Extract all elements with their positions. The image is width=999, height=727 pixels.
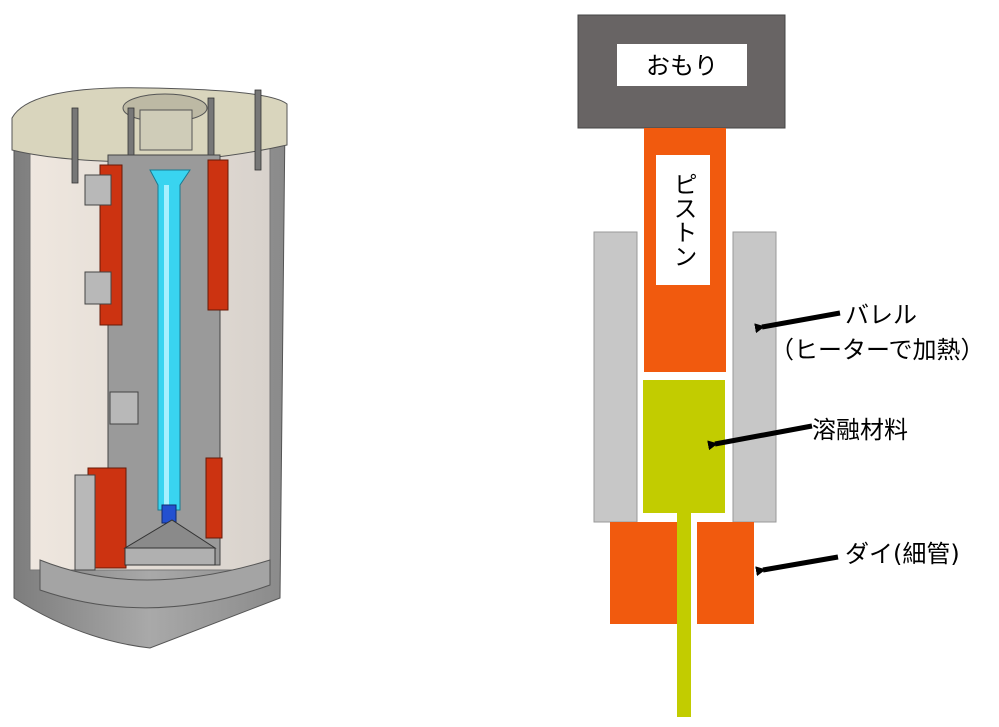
die-left	[610, 522, 684, 624]
barrel-wall-right	[732, 231, 777, 523]
barrel-label-line2: （ヒーターで加熱）	[770, 336, 985, 364]
lid-collar	[139, 109, 193, 151]
barrel-label-line1: バレル	[845, 301, 917, 329]
cad-cutaway-illustration	[11, 87, 288, 649]
die-right	[697, 522, 754, 624]
piston-label-box	[656, 155, 710, 285]
bore-highlight	[164, 185, 169, 505]
melt-arrow	[707, 423, 813, 451]
heater-band-right	[207, 159, 229, 311]
weight-label-box	[617, 44, 747, 86]
barrel-arrow	[754, 310, 841, 334]
melt-material	[643, 380, 725, 513]
die-cone-base	[124, 547, 216, 566]
die-blue	[161, 504, 177, 524]
melt-label: 溶融材料	[812, 416, 908, 444]
schematic: おもり ピストン バレル （ヒーターで加熱） 溶融材料 ダイ(細管)	[577, 14, 985, 717]
piston-label: ピストン	[669, 172, 697, 268]
die-label: ダイ(細管)	[845, 540, 960, 568]
barrel-wall-left	[593, 231, 638, 523]
lower-red-right	[205, 457, 223, 539]
die-arrow	[755, 554, 839, 577]
weight-label: おもり	[646, 52, 718, 80]
base-ring	[39, 559, 271, 609]
extrudate-strand	[677, 505, 691, 717]
bore-cyan	[149, 169, 191, 511]
side-clamps	[74, 174, 139, 571]
